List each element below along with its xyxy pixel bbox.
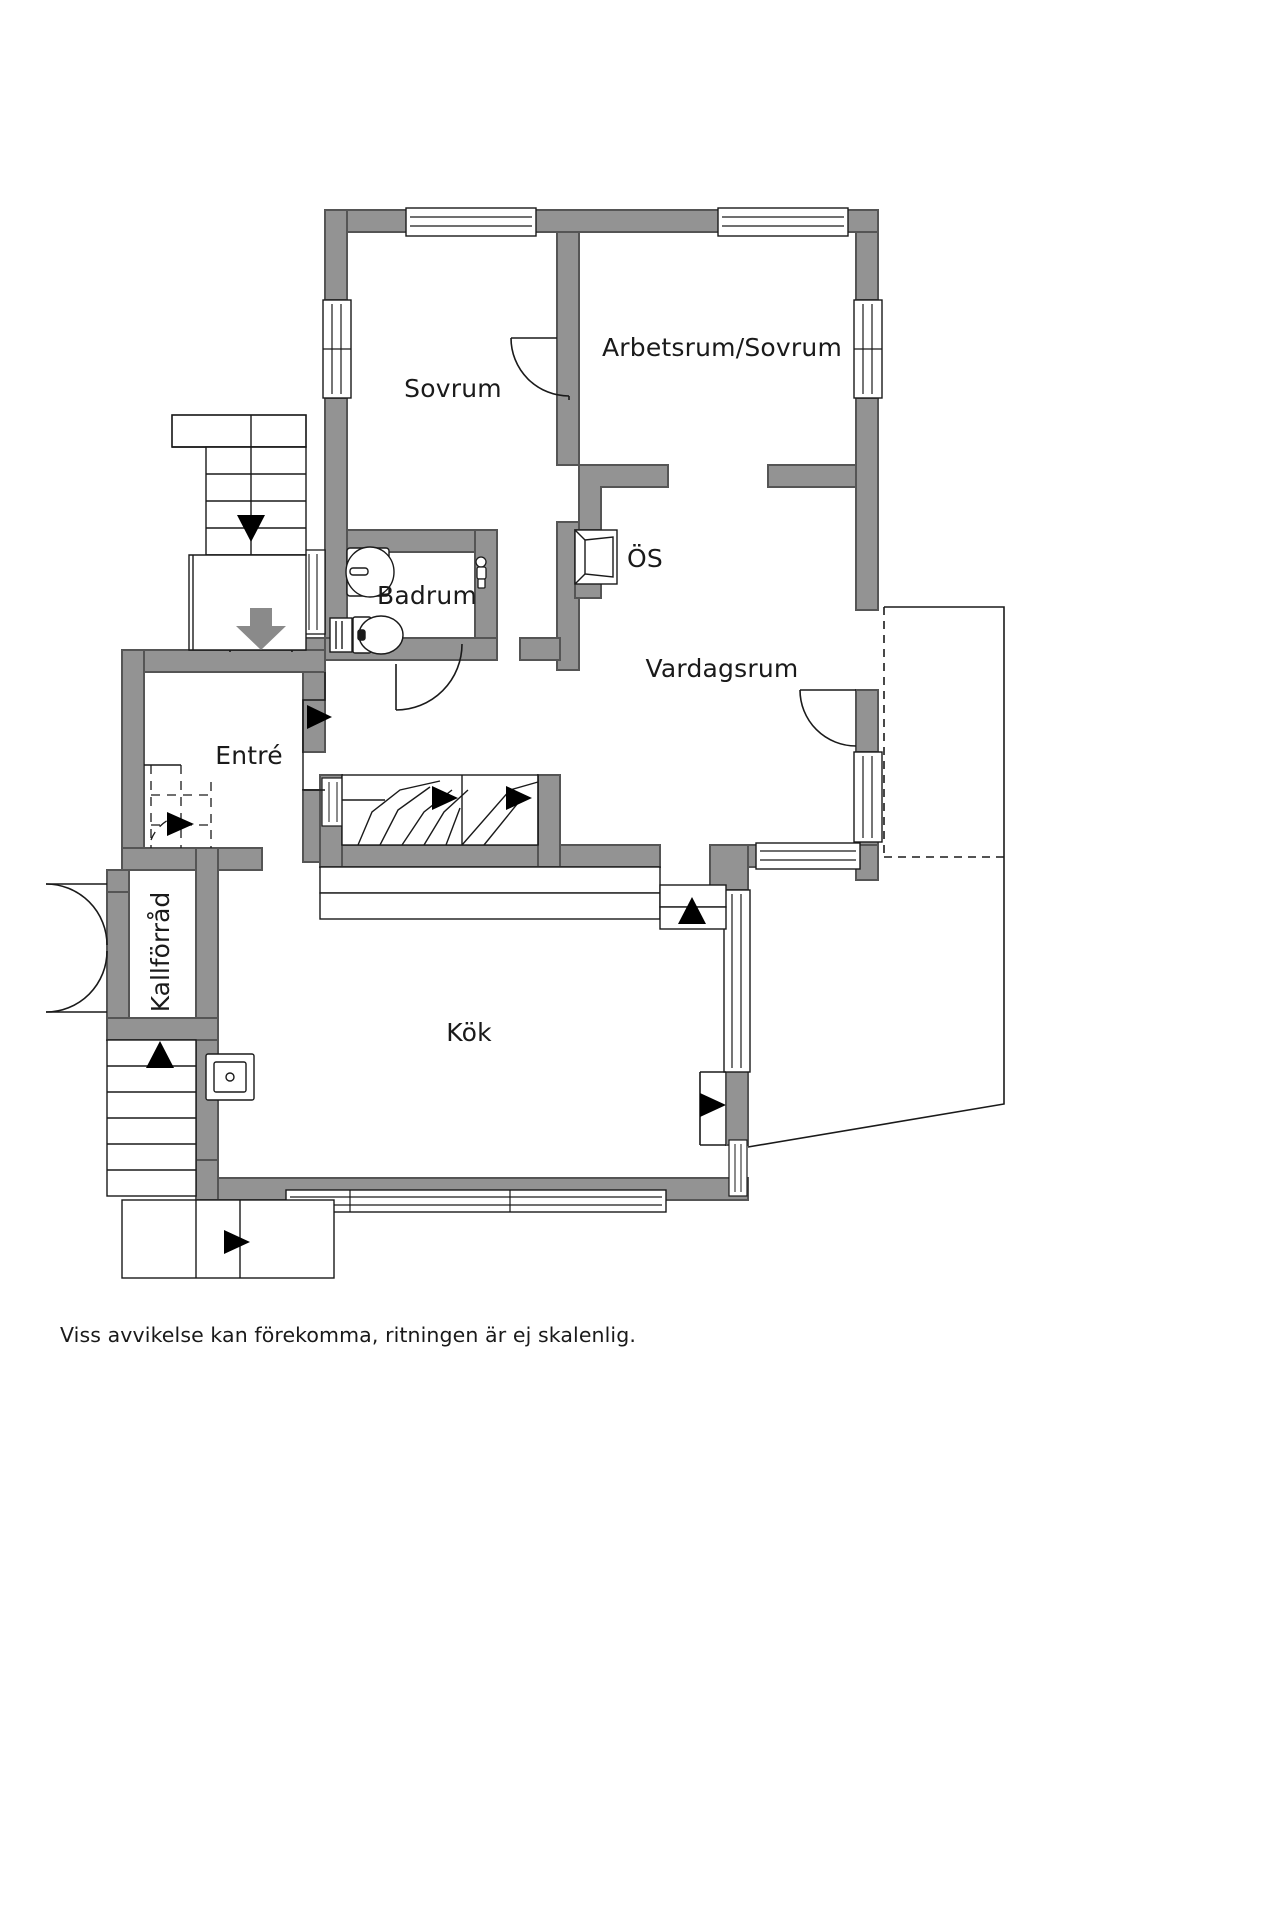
room-label-kok: Kök bbox=[446, 1018, 492, 1047]
window-arbetsrum-east bbox=[853, 299, 883, 399]
entry-door-arrow bbox=[236, 608, 286, 650]
middle-stair-arrow-2 bbox=[506, 786, 532, 810]
kallforrad-stair-arrow bbox=[146, 1041, 174, 1068]
room-label-vardagsrum: Vardagsrum bbox=[646, 654, 799, 683]
fireplace-icon bbox=[574, 529, 618, 585]
stair-kallforrad bbox=[106, 1039, 197, 1197]
room-label-badrum: Badrum bbox=[377, 581, 477, 610]
window-vardagsrum-south bbox=[755, 842, 861, 870]
entre-to-hall-arrow bbox=[307, 705, 332, 729]
window-kok-lower-slot bbox=[728, 1139, 748, 1197]
kok-steps bbox=[319, 866, 727, 930]
door-sovrum-arbetsrum bbox=[510, 337, 570, 400]
terrace-arrow bbox=[700, 1093, 726, 1117]
window-sovrum-north bbox=[405, 207, 537, 237]
stair-upper bbox=[171, 414, 307, 556]
toilet-icon bbox=[329, 615, 404, 655]
washbasin-icon bbox=[345, 546, 395, 598]
shower-tap-icon bbox=[475, 556, 487, 589]
window-kok-east bbox=[723, 889, 751, 1073]
window-vardagsrum-east bbox=[853, 751, 883, 843]
upper-stair-down-arrow bbox=[237, 515, 265, 542]
walls bbox=[106, 209, 879, 1201]
window-kok-south bbox=[285, 1189, 667, 1213]
disclaimer-text: Viss avvikelse kan förekomma, ritningen … bbox=[60, 1323, 636, 1347]
stair-entre-dashed bbox=[150, 765, 212, 848]
door-badrum bbox=[395, 643, 463, 711]
bottom-stair-arrow bbox=[224, 1230, 250, 1254]
room-label-arbetsrum-sovrum: Arbetsrum/Sovrum bbox=[602, 333, 842, 362]
room-label-entre: Entré bbox=[215, 741, 283, 770]
door-terrace bbox=[799, 689, 857, 747]
window-arbetsrum-north bbox=[717, 207, 849, 237]
terrace-outline bbox=[747, 606, 1005, 1148]
room-label-os: ÖS bbox=[627, 544, 663, 573]
entre-passage bbox=[302, 672, 326, 791]
room-label-sovrum: Sovrum bbox=[404, 374, 502, 403]
room-label-kallforrad: Kallförråd bbox=[146, 892, 175, 1013]
window-stair-slot bbox=[321, 777, 345, 827]
entre-stair-arrow bbox=[167, 812, 194, 836]
windows bbox=[285, 207, 883, 1213]
stair-bottom bbox=[121, 1199, 335, 1279]
window-sovrum-west bbox=[322, 299, 352, 399]
middle-stair-arrow bbox=[432, 786, 458, 810]
door-kallforrad-upper bbox=[45, 883, 108, 946]
kok-step-arrow bbox=[678, 897, 706, 924]
door-kallforrad-lower bbox=[45, 950, 108, 1013]
stair-middle bbox=[341, 774, 539, 846]
sink-icon bbox=[205, 1053, 255, 1101]
